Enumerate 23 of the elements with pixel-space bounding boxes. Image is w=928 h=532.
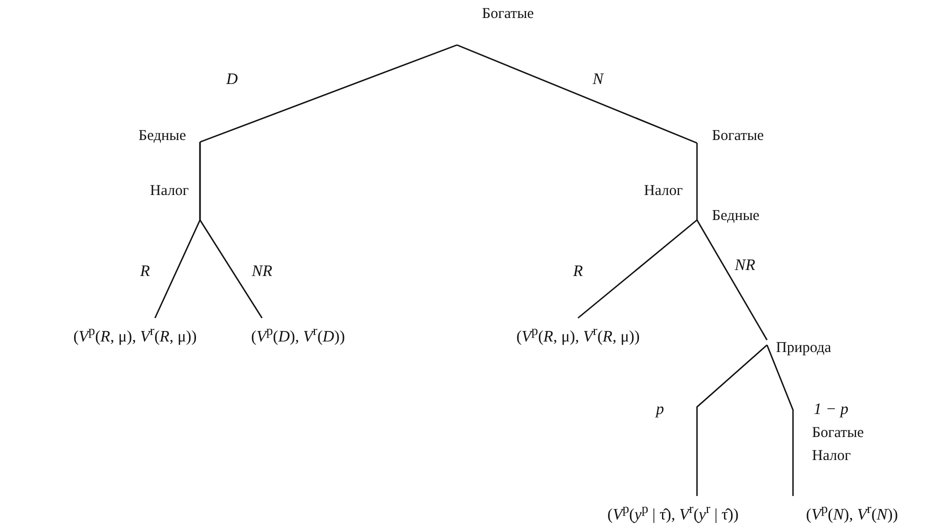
player-label: Богатые bbox=[812, 424, 864, 442]
tree-branch bbox=[199, 142, 263, 318]
tree-branch bbox=[696, 143, 698, 220]
tree-branch bbox=[456, 44, 698, 144]
edge-label: 1 − p bbox=[812, 401, 850, 419]
payoff-text: (V$^{p}$(N), V$^{r}$(N)) bbox=[790, 496, 926, 524]
decision-node-label: Природа bbox=[767, 338, 849, 358]
decision-node-label: Бедные bbox=[128, 126, 200, 146]
action-label: Налог bbox=[644, 182, 683, 200]
tree-branch bbox=[696, 220, 768, 340]
payoff-text: (V$^{p}$(y$^{p}$ | τ̂), V$^{r}$(y$^{r}$ | τ̂)) bbox=[560, 496, 786, 524]
payoff-text: (V$^{p}$(R, μ), V$^{r}$(R, μ)) bbox=[480, 318, 676, 344]
action-label: Налог bbox=[150, 182, 189, 200]
payoff-text: (V$^{p}$(R, μ), V$^{r}$(R, μ)) bbox=[40, 318, 230, 344]
payoff-text: (V$^{p}$(D), V$^{r}$(D)) bbox=[232, 318, 364, 344]
tree-branch bbox=[200, 44, 458, 143]
decision-node-label: Бедные bbox=[697, 206, 773, 226]
decision-node-label: Богатые bbox=[432, 4, 532, 45]
tree-branch bbox=[696, 344, 768, 496]
player-label: Налог bbox=[812, 447, 851, 465]
tree-branch bbox=[766, 344, 794, 496]
decision-node-label: Богатые bbox=[697, 126, 777, 146]
tree-branch bbox=[578, 219, 698, 319]
